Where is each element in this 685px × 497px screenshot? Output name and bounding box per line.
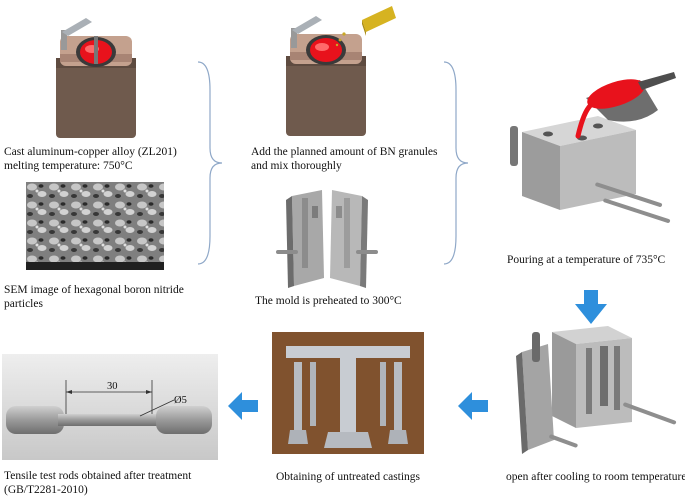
- opened-mold-image: [512, 322, 680, 460]
- tensile-rod-photo: [2, 354, 218, 460]
- add-caption-line1: Add the planned amount of BN granules: [251, 146, 438, 158]
- melt-caption: Cast aluminum-copper alloy (ZL201) melti…: [4, 145, 177, 173]
- sem-caption: SEM image of hexagonal boron nitride par…: [4, 283, 184, 311]
- sem-caption-line2: particles: [4, 298, 43, 310]
- rod-caption-line1: Tensile test rods obtained after treatme…: [4, 470, 192, 482]
- add-caption-line2: and mix thoroughly: [251, 160, 342, 172]
- sem-caption-line1: SEM image of hexagonal boron nitride: [4, 284, 184, 296]
- melt-caption-line1: Cast aluminum-copper alloy (ZL201): [4, 146, 177, 158]
- left-arrow-icon: [228, 392, 258, 420]
- furnace-melting-image: [52, 14, 142, 142]
- rod-caption: Tensile test rods obtained after treatme…: [4, 469, 191, 497]
- right-bracket: [442, 60, 472, 266]
- rod-caption-line2: (GB/T2281-2010): [4, 484, 88, 496]
- pour-caption: Pouring at a temperature of 735°C: [507, 254, 666, 266]
- left-arrow-icon: [458, 392, 488, 420]
- furnace-add-bn-image: [282, 4, 400, 140]
- rod-diameter-label: Ø5: [174, 395, 187, 406]
- casting-photo: [272, 332, 424, 454]
- pouring-image: [508, 70, 680, 230]
- add-caption: Add the planned amount of BN granules an…: [251, 145, 438, 173]
- casting-caption: Obtaining of untreated castings: [276, 471, 421, 483]
- down-arrow-icon: [575, 290, 607, 324]
- mold-preheat-image: [272, 186, 382, 290]
- left-bracket: [196, 60, 226, 266]
- mold-caption: The mold is preheated to 300°C: [255, 295, 402, 307]
- rod-length-label: 30: [107, 381, 118, 392]
- melt-caption-line2: melting temperature: 750°C: [4, 160, 133, 172]
- sem-image: [26, 182, 164, 270]
- open-caption: open after cooling to room temperature: [506, 471, 685, 483]
